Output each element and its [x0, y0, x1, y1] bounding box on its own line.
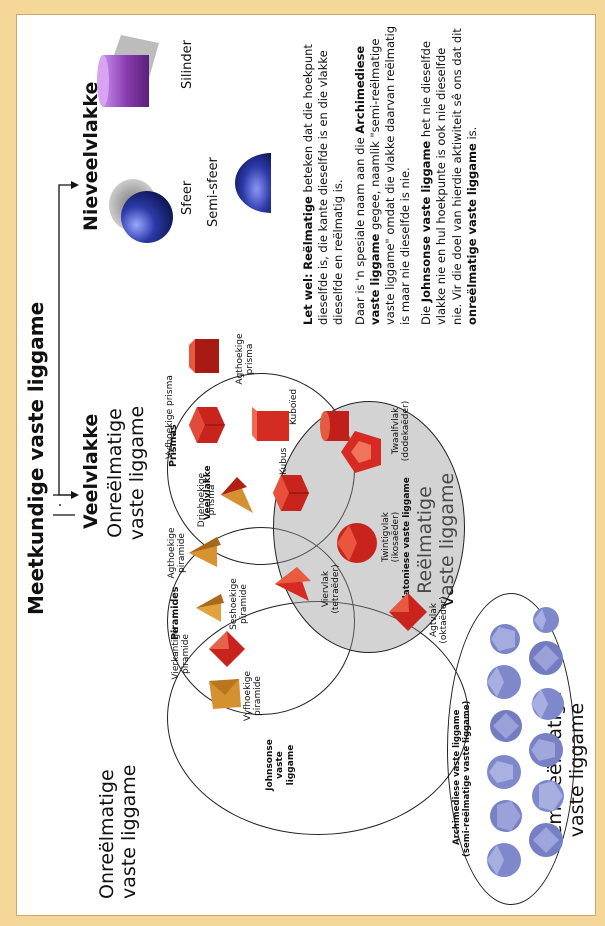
archimedean-solid [487, 665, 521, 699]
diagram-canvas: Meetkundige vaste liggame Veelvlakke Nie… [17, 15, 595, 915]
kubus-solid [273, 475, 309, 511]
archimedean-solid [490, 710, 522, 742]
vyfhoekige-prisma-solid [189, 407, 225, 443]
vyfhoekige-prisma-label: Vyfhoekige prisma [165, 375, 175, 459]
vierkantige-piramide-solid [209, 631, 245, 667]
twaalfvlak-label: Twaalfvlak (dodekaëder) [391, 400, 412, 462]
agthoekige-prisma-solid-2 [320, 411, 349, 441]
kuboied-solid [252, 407, 289, 441]
irregular-left-label: Onreëlmatige vaste liggame [96, 764, 140, 899]
agthoekige-piramide-solid [189, 537, 221, 567]
kubus-label: Kubus [279, 447, 289, 475]
agthoekige-prisma-label: Agthoekige prisma [235, 333, 256, 385]
worksheet-page: Meetkundige vaste liggame Veelvlakke Nie… [16, 14, 596, 916]
archimedean-solid [532, 780, 564, 812]
agthoekige-piramide-label: Agthoekige piramide [167, 527, 188, 579]
polyhedra-heading: Veelvlakke [80, 413, 102, 529]
cylinder-image [97, 35, 159, 107]
vyfhoekige-piramide-solid [209, 679, 241, 709]
agtvlak-solid [389, 593, 427, 631]
archimedean-solid [529, 733, 563, 767]
archimedean-solid [490, 800, 522, 832]
agtvlak-label: Agtvlak (oktaëder) [429, 596, 450, 644]
hemisphere-image [235, 153, 271, 213]
twaalfvlak-solid [341, 431, 381, 473]
archimediese-set-sublabel: (semi-reëlmatige vaste liggame) [462, 700, 472, 857]
kuboied-label: Kuboïed [289, 388, 299, 425]
silinder-label: Silinder [180, 40, 195, 89]
viervlak-label: Viervlak (tetraëder) [321, 564, 342, 614]
archimedean-solid [490, 624, 520, 654]
twintigvlak-solid [337, 523, 377, 563]
viervlak-solid [275, 567, 311, 601]
agthoekige-prisma-solid-1 [189, 339, 219, 373]
note-regular: Let wel: Reëlmatige beteken dat die hoek… [301, 44, 346, 325]
archimedean-solid [529, 641, 563, 675]
notes-block: Let wel: Reëlmatige beteken dat die hoek… [301, 25, 480, 325]
archimedean-solid [487, 843, 521, 877]
sfeer-label: Sfeer [180, 180, 195, 215]
johnsonse-set-label: Johnsonse vaste liggame [265, 739, 296, 791]
seshoekige-piramide-label: Seshoekige piramide [229, 578, 250, 630]
archimedean-solid [529, 823, 563, 857]
note-archimedean: Daar is 'n spesiale naam aan die Archime… [352, 26, 413, 325]
tree-connectors [53, 181, 79, 516]
platoniese-set-label: Platoniese vaste liggame [402, 477, 412, 605]
twintigvlak-label: Twintigvlak (ikosaëder) [381, 511, 402, 563]
seshoekige-piramide-solid [196, 594, 224, 622]
sphere-image [109, 179, 173, 243]
driehoekige-prisma-label: Driehoekige prisma [197, 472, 218, 528]
note-johnson: Die Johnsonse vaste liggame het nie dies… [419, 28, 479, 325]
archimedean-solid [533, 607, 559, 633]
archimedean-solid [531, 688, 564, 720]
semi-sfeer-label: Semi-sfeer [206, 157, 221, 227]
vyfhoekige-piramide-label: Vyfhoekige piramide [243, 670, 264, 722]
driehoekige-prisma-solid [221, 477, 253, 513]
irregular-top-label: Onreëlmatige vaste liggame [104, 405, 148, 541]
vierkantige-piramide-label: Vierkantige piramide [171, 628, 192, 680]
archimedean-solid [487, 755, 521, 789]
